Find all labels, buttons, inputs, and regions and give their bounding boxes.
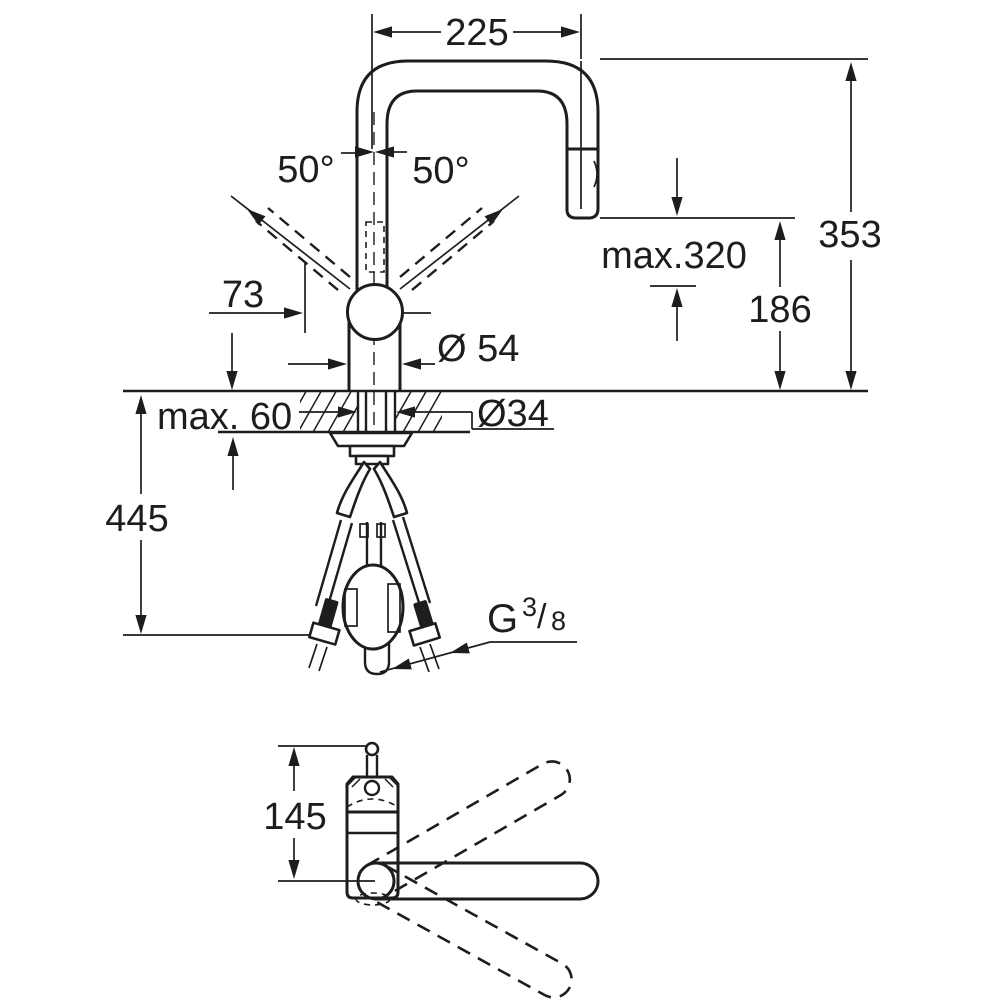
dimension-lever-offset: 73 — [209, 262, 431, 333]
dim-445-label: 445 — [105, 498, 168, 540]
pullout-hose-upper — [365, 522, 383, 572]
hose-flare-left — [335, 460, 372, 519]
hose-nut-right — [408, 621, 442, 647]
dim-50-right-label: 50° — [412, 150, 469, 192]
dim-73-label: 73 — [222, 274, 264, 316]
dim-max320-label: max.320 — [601, 235, 747, 277]
hose-weight — [341, 563, 405, 651]
hose-stub-left — [308, 643, 328, 672]
dimension-lever-angle-right: 50° — [375, 146, 520, 290]
pullout-hose-weight — [341, 522, 405, 676]
handle-cartridge-dashed — [365, 221, 385, 273]
dimension-below-deck: 445 — [105, 395, 313, 636]
hose-clip-left — [359, 523, 369, 538]
dimension-total-height: 353 — [818, 62, 882, 390]
spray-head-outlet — [565, 208, 600, 220]
supply-hoses — [307, 516, 442, 673]
supply-hose-left — [314, 519, 354, 610]
dim-186-label: 186 — [748, 289, 811, 331]
faucet-body — [346, 283, 404, 391]
dimension-hole-diameter: Ø34 — [299, 393, 554, 435]
lever-tilt-positions — [255, 207, 495, 291]
threaded-shank — [364, 392, 388, 433]
mounting-washer — [328, 431, 414, 448]
dimension-swivel-offset: 145 — [263, 745, 375, 882]
dim-max60-label: max. 60 — [157, 396, 292, 438]
thread-numerator: 3 — [522, 592, 537, 622]
spout-pivot — [356, 861, 396, 901]
hose-thread-left — [317, 598, 339, 631]
spout-position-up-dashed — [366, 760, 572, 898]
counter-hatching — [300, 392, 442, 432]
weight-clip-left — [344, 588, 358, 627]
mounting-plate — [348, 444, 396, 458]
thread-denominator: 8 — [551, 606, 566, 636]
spout-outline — [355, 59, 600, 292]
dimension-outlet-height: 186 — [748, 221, 812, 390]
dim-d34-label: Ø34 — [477, 393, 549, 435]
dim-225-label: 225 — [445, 12, 508, 54]
lever-tip-plan — [364, 741, 380, 757]
mounting-nut — [354, 454, 390, 466]
lever-base-plan — [363, 779, 381, 797]
dim-353-label: 353 — [818, 214, 881, 256]
mounting-hardware — [328, 392, 414, 519]
hose-flare-right — [372, 460, 409, 519]
dim-145-label: 145 — [263, 796, 326, 838]
dome-dashed-arc — [346, 798, 399, 808]
lever-neck-plan — [365, 755, 379, 776]
weight-clip-right — [387, 583, 401, 633]
dimension-outlet-max-height: max.320 — [601, 158, 747, 341]
spray-head-button — [593, 160, 598, 188]
ball-joint — [346, 283, 404, 341]
hose-nut-left — [307, 621, 341, 646]
pullout-hose-end — [363, 640, 391, 676]
dim-50-left-label: 50° — [277, 149, 334, 191]
dimension-spout-reach: 225 — [371, 12, 582, 149]
deck-hole-walls — [356, 391, 397, 432]
hose-clip-right — [376, 523, 386, 538]
supply-hose-right — [391, 516, 432, 607]
spout-plan — [356, 760, 600, 999]
body-corner-ticks — [347, 775, 398, 788]
spout-solid — [376, 861, 600, 901]
dimension-deck-thickness: max. 60 — [157, 333, 292, 490]
top-view: 145 — [263, 741, 600, 999]
dim-d54-label: Ø 54 — [437, 328, 519, 370]
thread-slash: / — [537, 598, 547, 636]
dimension-lever-angle-left: 50° — [230, 146, 374, 290]
thread-letter: G — [487, 597, 518, 641]
thread-callout: G 3 / 8 — [379, 592, 577, 675]
dimension-body-diameter: Ø 54 — [288, 328, 519, 370]
side-view: 225 353 186 — [105, 12, 882, 676]
spout-position-down-dashed — [366, 864, 573, 999]
